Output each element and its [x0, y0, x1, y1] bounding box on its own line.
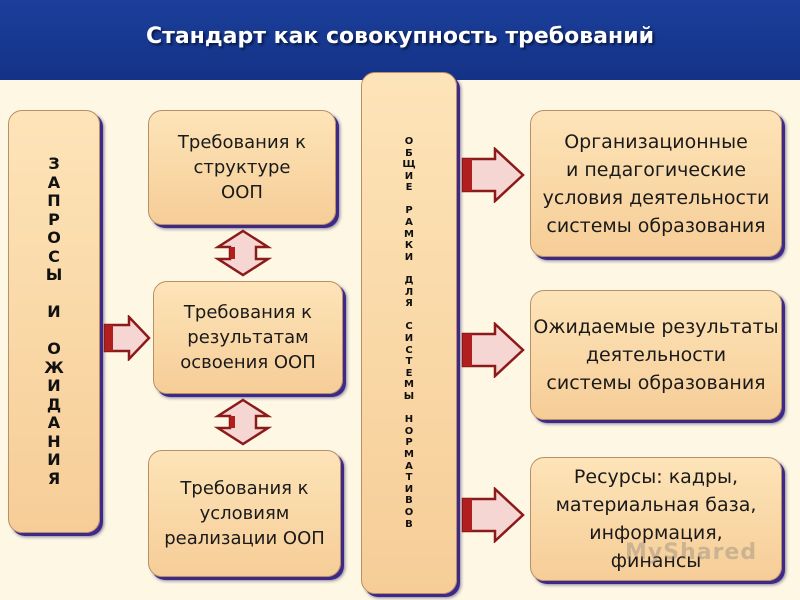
title-bar: Стандарт как совокупность требований [0, 0, 800, 80]
vertical-letter: З [48, 154, 60, 173]
right-arrow-icon [461, 322, 525, 378]
vertical-letter: Я [47, 468, 61, 488]
vertical-letter: Р [405, 205, 413, 217]
vertical-letter: И [404, 170, 414, 182]
requirements-structure-box: Требования к структуре ООП [148, 110, 336, 225]
vertical-letter: С [405, 321, 413, 333]
vertical-letter: Д [46, 394, 62, 414]
vertical-letter: С [48, 246, 60, 266]
vertical-letter: А [405, 460, 413, 472]
vertical-letter: Н [47, 431, 61, 451]
organizational-conditions-box: Организационные и педагогические условия… [530, 110, 782, 257]
vertical-letter [402, 403, 415, 415]
requirements-results-text: Требования к результатам освоения ООП [180, 302, 316, 373]
vertical-letter [402, 263, 415, 275]
vertical-letter [44, 322, 64, 341]
up-down-arrow-icon [213, 229, 273, 277]
expected-results-text: Ожидаемые результаты деятельности систем… [533, 316, 779, 394]
vertical-letter: Ж [44, 357, 64, 377]
vertical-letter: Е [405, 182, 413, 194]
vertical-letter: И [404, 483, 414, 495]
resources-text: Ресурсы: кадры, материальная база, инфор… [555, 466, 757, 572]
resources-box: Ресурсы: кадры, материальная база, инфор… [530, 457, 782, 581]
requirements-conditions-box: Требования к условиям реализации ООП [148, 450, 341, 577]
vertical-letter: А [47, 413, 61, 432]
vertical-letter: О [47, 339, 61, 358]
vertical-letter: В [405, 495, 413, 507]
vertical-letter: Н [404, 414, 414, 426]
vertical-letter: Е [405, 367, 413, 379]
watermark: MyShared [625, 540, 758, 565]
vertical-letter: Л [404, 286, 414, 298]
right-arrow-icon [461, 487, 525, 543]
organizational-conditions-text: Организационные и педагогические условия… [542, 130, 770, 237]
requirements-results-box: Требования к результатам освоения ООП [153, 281, 343, 394]
vertical-letter: Б [405, 147, 413, 159]
vertical-letter: Т [405, 356, 413, 368]
vertical-letter: В [405, 518, 413, 530]
vertical-letter [402, 194, 415, 206]
vertical-letter [402, 310, 415, 322]
slide-title: Стандарт как совокупность требований [145, 23, 655, 49]
vertical-letter: Р [48, 209, 60, 229]
vertical-letter: Д [404, 275, 414, 287]
right-arrow-icon [461, 147, 525, 203]
vertical-letter: О [404, 506, 414, 518]
vertical-letter: О [404, 425, 414, 437]
vertical-letter: А [405, 217, 413, 229]
vertical-letter: Ы [45, 265, 63, 284]
vertical-letter: Щ [402, 159, 416, 171]
vertical-letter: О [404, 135, 414, 147]
vertical-letter: Р [405, 437, 413, 449]
up-down-arrow-icon [213, 398, 273, 446]
vertical-letter: С [405, 344, 413, 356]
vertical-letter: К [404, 240, 414, 252]
vertical-letter: Я [405, 298, 413, 310]
vertical-letter: О [47, 228, 61, 247]
vertical-letter: И [47, 376, 61, 395]
vertical-letter: Т [405, 472, 413, 484]
expected-results-box: Ожидаемые результаты деятельности систем… [530, 290, 782, 420]
vertical-letter: А [47, 172, 61, 192]
vertical-letter: М [404, 448, 414, 460]
vertical-letter: И [47, 450, 61, 469]
vertical-letter: И [47, 302, 61, 321]
vertical-letter: И [404, 333, 414, 344]
vertical-letter: М [404, 379, 414, 391]
requirements-structure-text: Требования к структуре ООП [177, 132, 307, 203]
vertical-letter: Ы [403, 390, 415, 402]
vertical-letter: М [404, 228, 414, 240]
requirements-conditions-text: Требования к условиям реализации ООП [164, 478, 325, 549]
vertical-letter: П [47, 191, 61, 210]
vertical-letter: И [404, 251, 414, 263]
right-arrow-icon [103, 315, 151, 361]
vertical-letter [44, 285, 64, 304]
